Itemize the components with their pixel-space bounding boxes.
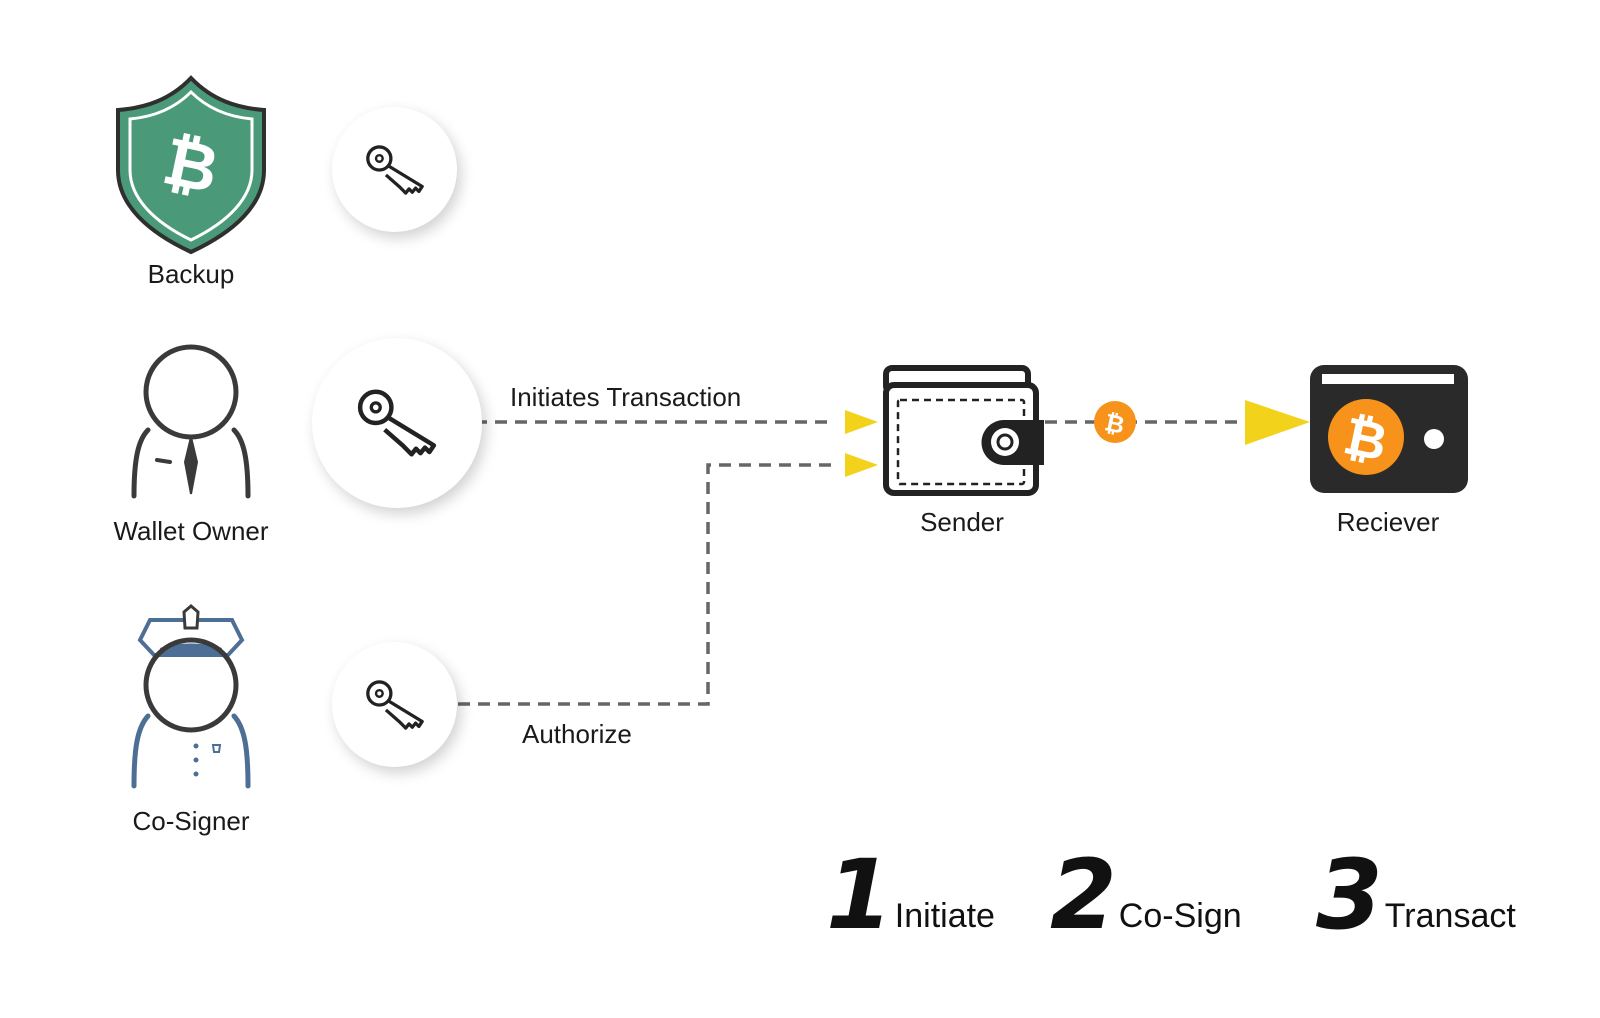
- step-label: Initiate: [894, 897, 995, 935]
- co-signer-label: Co-Signer: [132, 806, 250, 836]
- key-icon: [365, 144, 424, 195]
- arrowhead-initiates: [845, 410, 878, 434]
- bitcoin-coin-icon: ₿: [1094, 401, 1136, 443]
- bitcoin-wallet-icon: ₿: [1310, 365, 1468, 493]
- backup-key: [332, 107, 457, 232]
- arrowhead-send: [1245, 400, 1310, 445]
- bitcoin-shield-icon: ₿: [116, 75, 266, 255]
- owner-key: [312, 338, 482, 508]
- step-number: 3: [1316, 839, 1383, 951]
- step-initiate: 1 Initiate: [826, 839, 995, 951]
- sender-label: Sender: [920, 507, 1004, 537]
- receiver-label: Reciever: [1336, 507, 1440, 537]
- initiates-transaction-label: Initiates Transaction: [510, 382, 742, 412]
- wallet-icon: [883, 365, 1044, 496]
- edge-authorize-line: [458, 463, 835, 706]
- step-co-sign: 2 Co-Sign: [1050, 839, 1242, 951]
- backup-label: Backup: [147, 259, 235, 289]
- officer-icon: [131, 604, 251, 789]
- key-icon: [349, 385, 445, 461]
- step-label: Transact: [1384, 897, 1516, 935]
- step-transact: 3 Transact: [1316, 839, 1516, 951]
- arrowhead-authorize: [845, 453, 878, 477]
- wallet-owner-label: Wallet Owner: [113, 516, 269, 546]
- step-number: 1: [826, 839, 893, 951]
- step-label: Co-Sign: [1118, 897, 1242, 935]
- authorize-label: Authorize: [522, 719, 632, 749]
- key-icon: [365, 679, 424, 730]
- person-icon: [131, 344, 251, 499]
- cosigner-key: [332, 642, 457, 767]
- step-number: 2: [1050, 839, 1117, 951]
